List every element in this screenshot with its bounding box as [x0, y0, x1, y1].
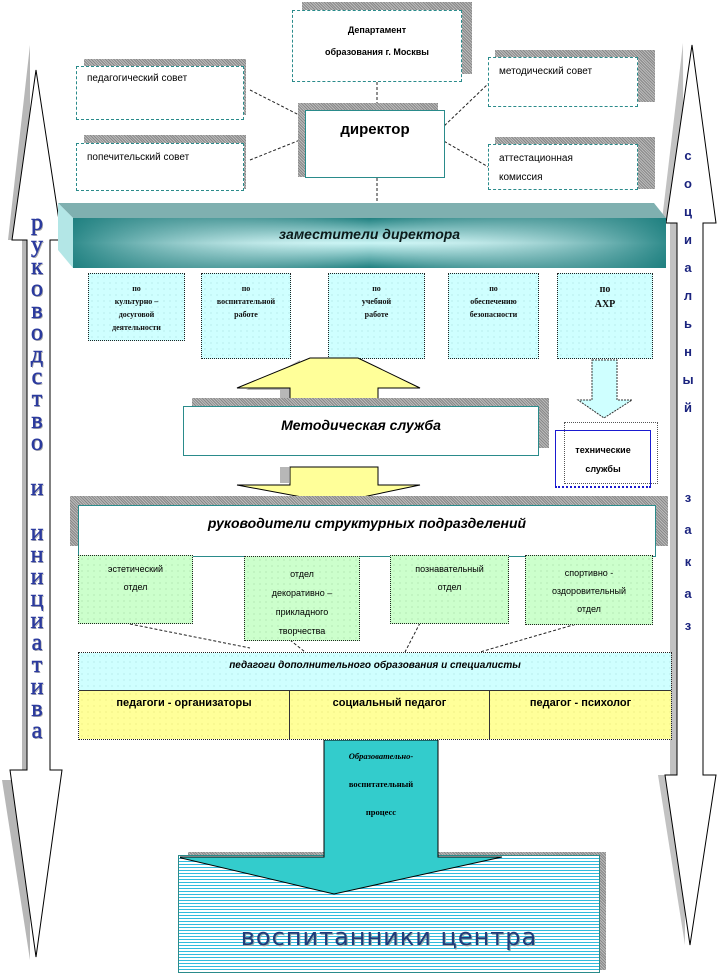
teachers-title-row: педагоги дополнительного образования и с… [79, 653, 671, 691]
left-side-text: руководство и инициатива [24, 210, 51, 741]
deputy-line: по [489, 284, 498, 293]
pedagogical-council-label: педагогический совет [87, 73, 188, 84]
heads-label: руководители структурных подразделений [207, 515, 527, 531]
deputy-line: безопасности [469, 310, 518, 319]
deputy-line: учебной [361, 297, 392, 306]
dept-line: эстетический [107, 564, 164, 574]
deputy-line: по [132, 284, 141, 293]
dept-line: отдел [290, 569, 314, 579]
side-left-word-2: и [30, 475, 44, 501]
attestation-line1: аттестационная [499, 153, 573, 164]
side-left-word-1: руководство [24, 210, 51, 453]
deputy-line: обеспечению [470, 297, 517, 306]
teachers-block: педагоги дополнительного образования и с… [78, 652, 672, 740]
line-popechsovet-director [249, 137, 306, 161]
deputy-line: по [372, 284, 381, 293]
process-line2: воспитательный [348, 779, 414, 789]
pupils-label: воспитанники центра [240, 923, 538, 951]
deputy-line: досуговой [118, 310, 155, 319]
pedagogical-council-box: педагогический совет [76, 66, 244, 120]
deputy-line: работе [234, 310, 258, 319]
deputy-educational-work: по воспитательной работе [201, 273, 291, 359]
line-sport-teachers [479, 622, 581, 653]
dept-line: отдел [437, 582, 462, 592]
teachers-cell-social: социальный педагог [290, 691, 490, 739]
process-arrow [180, 740, 503, 895]
technical-line1: технические [575, 445, 631, 455]
director-label: директор [340, 121, 410, 138]
deputy-line: АХР [594, 299, 616, 310]
teachers-cells-row: педагоги - организаторы социальный педаг… [79, 691, 671, 739]
right-side-text: социальный заказ [678, 148, 698, 650]
heads-box: руководители структурных подразделений [78, 505, 656, 557]
deputy-line: воспитательной [216, 297, 276, 306]
line-decor-teachers [289, 639, 306, 653]
deputies-title: заместители директора [278, 226, 461, 242]
dept-line: оздоровительный [551, 586, 627, 596]
dept-decorative-applied: отдел декоративно – прикладного творчест… [244, 556, 360, 641]
deputy-line: по [599, 284, 611, 295]
dept-cognitive: познавательный отдел [390, 555, 509, 624]
line-pedsovet-director [249, 89, 306, 119]
department-box: Департамент образования г. Москвы [292, 10, 462, 82]
teachers-title: педагоги дополнительного образования и с… [229, 660, 521, 671]
dept-sports-health: спортивно - оздоровительный отдел [525, 555, 653, 625]
process-text: Образовательно- воспитательный процесс [324, 740, 438, 826]
board-of-trustees-box: попечительский совет [76, 143, 244, 191]
methodical-service-label: Методическая служба [281, 417, 441, 433]
deputy-line: культурно – [114, 297, 159, 306]
technical-services-shadow-frame [564, 422, 658, 484]
deputy-cultural-leisure: по культурно – досуговой деятельности [88, 273, 185, 341]
dept-line: творчества [278, 626, 326, 636]
side-right-word-2: заказ [680, 490, 696, 650]
dept-line: отдел [577, 604, 601, 614]
board-of-trustees-label: попечительский совет [87, 152, 190, 163]
right-double-arrow [658, 43, 717, 946]
department-line1: Департамент [347, 25, 407, 35]
department-line2: образования г. Москвы [324, 47, 429, 57]
deputy-security: по обеспечению безопасности [448, 273, 539, 359]
deputy-line: работе [364, 310, 389, 319]
line-metodsovet-director [441, 81, 491, 129]
dept-line: спортивно - [564, 568, 614, 578]
deputy-maintenance: по АХР [557, 273, 653, 359]
dept-line: познавательный [415, 564, 484, 574]
technical-arrow [576, 359, 634, 419]
methodical-council-box: методический совет [488, 57, 638, 107]
deputy-line: деятельности [112, 323, 161, 332]
dept-line: декоративно – [271, 588, 333, 598]
teachers-cell-organizers: педагоги - организаторы [79, 691, 290, 739]
dept-line: прикладного [275, 607, 329, 617]
process-line1: Образовательно- [348, 751, 414, 761]
deputy-academic-work: по учебной работе [328, 273, 425, 359]
attestation-commission-box: аттестационная комиссия [488, 144, 638, 190]
side-left-word-3: инициатива [24, 520, 51, 741]
attestation-line2: комиссия [499, 172, 543, 183]
teachers-cell-psychologist: педагог - психолог [529, 697, 632, 709]
methodical-service-box: Методическая служба [183, 406, 539, 456]
line-cognitive-teachers [404, 622, 421, 653]
line-aesthetic-teachers [124, 622, 251, 649]
technical-line2: службы [585, 464, 621, 474]
dept-aesthetic: эстетический отдел [78, 555, 193, 624]
deputies-bar-3d [58, 203, 666, 268]
dept-line: отдел [123, 582, 148, 592]
left-double-arrow [2, 45, 63, 960]
deputy-line: по [241, 284, 251, 293]
technical-services-box: технические службы [555, 430, 651, 488]
line-attest-director [441, 139, 491, 169]
process-line3: процесс [365, 807, 397, 817]
methodical-council-label: методический совет [499, 66, 593, 77]
director-box: директор [305, 110, 445, 178]
side-right-word-1: социальный [680, 148, 696, 428]
